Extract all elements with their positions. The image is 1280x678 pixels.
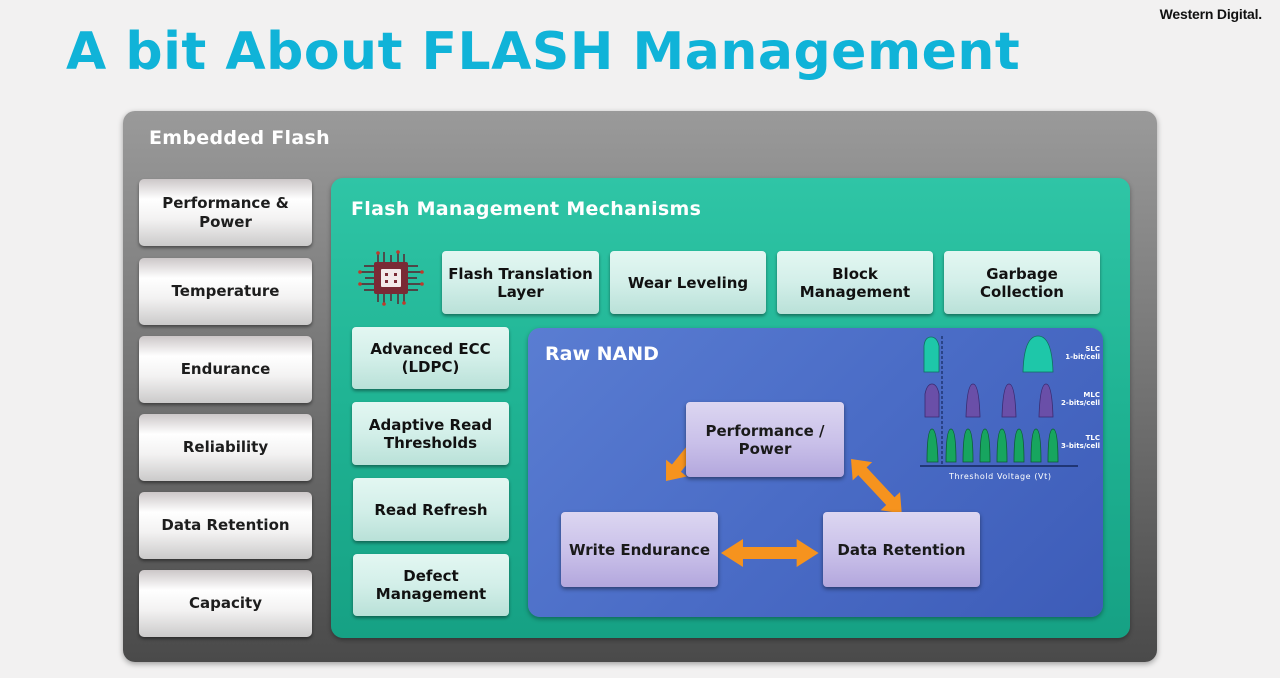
defect-management-box: Defect Management	[353, 554, 509, 616]
read-refresh-box: Read Refresh	[353, 478, 509, 541]
flash-translation-layer-box: Flash Translation Layer	[442, 251, 599, 314]
side-item-reliability: Reliability	[139, 414, 312, 481]
western-digital-logo: Western Digital.	[1159, 6, 1263, 22]
side-item-temperature: Temperature	[139, 258, 312, 325]
mlc-distribution	[924, 383, 1054, 418]
advanced-ecc-box: Advanced ECC (LDPC)	[352, 327, 509, 389]
flash-management-mechanisms-label: Flash Management Mechanisms	[351, 198, 702, 220]
performance-power-box: Performance / Power	[686, 402, 844, 477]
adaptive-read-thresholds-box: Adaptive Read Thresholds	[352, 402, 509, 465]
side-item-data-retention: Data Retention	[139, 492, 312, 559]
embedded-flash-label: Embedded Flash	[149, 127, 330, 149]
side-item-performance-power: Performance & Power	[139, 179, 312, 246]
mlc-label: MLC 2-bits/cell	[1061, 391, 1100, 407]
processor-chip-icon	[358, 250, 424, 306]
slide-title: A bit About FLASH Management	[66, 22, 1021, 82]
raw-nand-label: Raw NAND	[545, 343, 659, 365]
wear-leveling-box: Wear Leveling	[610, 251, 766, 314]
side-item-endurance: Endurance	[139, 336, 312, 403]
data-retention-box: Data Retention	[823, 512, 980, 587]
write-endurance-box: Write Endurance	[561, 512, 718, 587]
side-item-capacity: Capacity	[139, 570, 312, 637]
double-arrow-endurance-retention	[721, 539, 819, 567]
garbage-collection-box: Garbage Collection	[944, 251, 1100, 314]
slc-distribution	[923, 335, 1054, 373]
threshold-voltage-distribution	[920, 335, 1078, 467]
tlc-distribution	[926, 428, 1059, 463]
slc-label: SLC 1-bit/cell	[1065, 345, 1100, 361]
block-management-box: Block Management	[777, 251, 933, 314]
tlc-label: TLC 3-bits/cell	[1061, 434, 1100, 450]
threshold-voltage-axis-label: Threshold Voltage (Vt)	[949, 472, 1052, 481]
